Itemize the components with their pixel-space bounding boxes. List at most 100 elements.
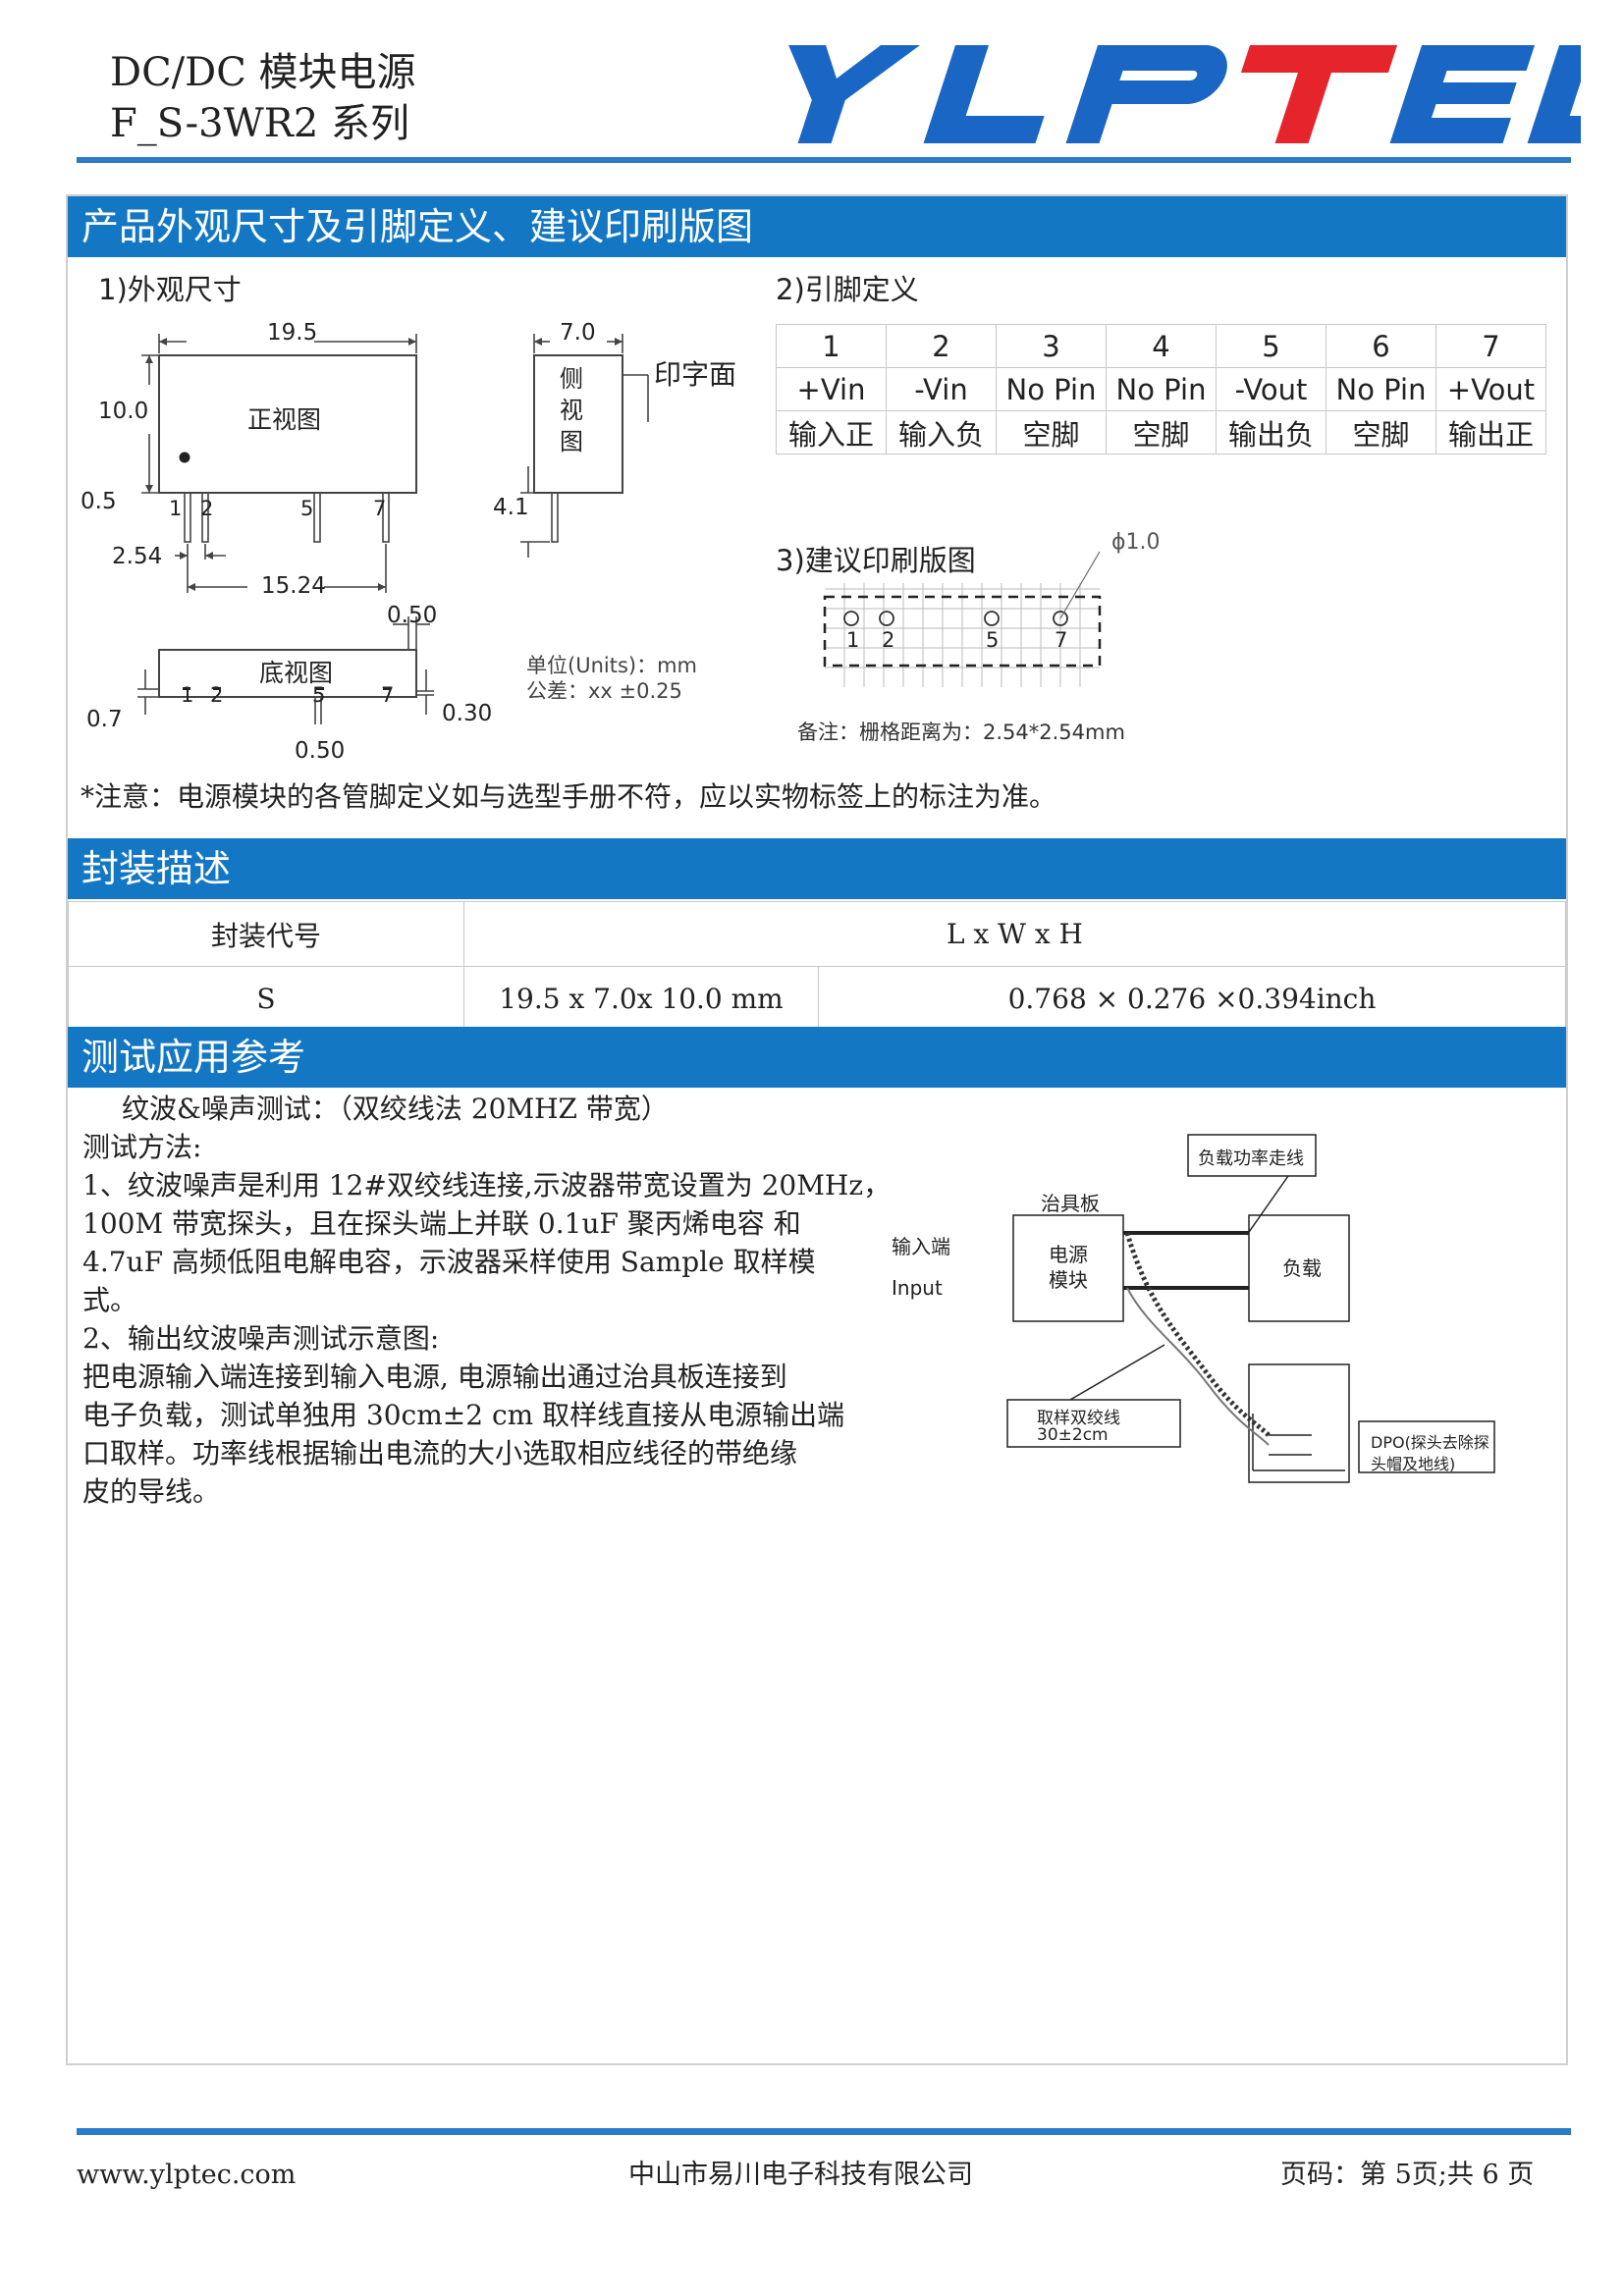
grid-note: 备注：栅格距离为：2.54*2.54mm: [797, 721, 1125, 744]
pin-warning-note: *注意：电源模块的各管脚定义如与选型手册不符，应以实物标签上的标注为准。: [81, 780, 1057, 813]
ripple-test-diagram: [1006, 1134, 1495, 1483]
pin-name: No Pin: [1106, 367, 1217, 411]
package-data-row: S 19.5 x 7.0x 10.0 mm 0.768 × 0.276 ×0.3…: [68, 966, 1566, 1032]
section-title-dimensions: 产品外观尺寸及引脚定义、建议印刷版图: [68, 196, 1566, 257]
dim-15-24: 15.24: [261, 573, 326, 599]
front-view-label: 正视图: [247, 405, 322, 434]
pin-name: -Vin: [886, 367, 997, 411]
input-label-en: Input: [892, 1276, 943, 1300]
dim-2-54: 2.54: [112, 544, 163, 569]
pin-number: 7: [1435, 324, 1546, 368]
dpo-label-2: 头帽及地线): [1371, 1455, 1456, 1473]
test-line-1: 测试方法:: [82, 1131, 202, 1163]
pin-name: -Vout: [1216, 367, 1326, 411]
power-line-label: 负载功率走线: [1198, 1148, 1304, 1169]
pin-name: No Pin: [1326, 367, 1436, 411]
dimension-drawing: [137, 334, 649, 724]
hole-diameter-label: ϕ1.0: [1111, 530, 1161, 555]
dim-0-50-top: 0.50: [387, 603, 438, 628]
pin-number: 3: [996, 324, 1107, 368]
package-code: S: [68, 966, 464, 1032]
pin-desc: 输入负: [886, 410, 997, 454]
dim-0-30: 0.30: [442, 701, 493, 726]
pin-desc: 空脚: [1106, 410, 1217, 454]
dim-0-50-bottom: 0.50: [295, 738, 346, 764]
pin-number: 4: [1106, 324, 1217, 368]
doc-title-line2: F_S-3WR2 系列: [110, 101, 409, 146]
section-title-package: 封装描述: [68, 838, 1566, 899]
pin-label-5: 5: [300, 497, 314, 520]
test-line-9: 口取样。功率线根据输出电流的大小选取相应线径的带绝缘: [82, 1437, 798, 1469]
pin-name: +Vin: [776, 367, 887, 411]
package-size-mm: 19.5 x 7.0x 10.0 mm: [463, 966, 819, 1032]
test-line-0: 纹波&噪声测试：（双绞线法 20MHZ 带宽）: [122, 1093, 669, 1125]
pcb-pin-7: 7: [1055, 628, 1068, 652]
pin-desc: 输出负: [1216, 410, 1326, 454]
footer-rule: [77, 2128, 1571, 2135]
header-rule: [77, 157, 1571, 163]
subtitle-pcb: 3)建议印刷版图: [776, 544, 976, 577]
pin-number: 5: [1216, 324, 1326, 368]
subtitle-outline: 1)外观尺寸: [98, 273, 242, 306]
bottom-view-label: 底视图: [259, 659, 334, 687]
pin-desc: 空脚: [1326, 410, 1436, 454]
print-face-label: 印字面: [654, 358, 737, 391]
dim-4-1: 4.1: [493, 495, 529, 520]
sample-wire-label-1: 取样双绞线: [1037, 1409, 1120, 1428]
doc-title: DC/DC 模块电源 F_S-3WR2 系列: [110, 47, 416, 149]
test-line-10: 皮的导线。: [82, 1475, 221, 1508]
test-line-7: 把电源输入端连接到输入电源, 电源输出通过治具板连接到: [82, 1361, 787, 1393]
ylptec-logo: [788, 45, 1581, 143]
footer-company: 中山市易川电子科技有限公司: [628, 2160, 973, 2190]
pin-label-7: 7: [373, 497, 387, 520]
dim-7-0: 7.0: [560, 320, 596, 346]
package-size-inch: 0.768 × 0.276 ×0.394inch: [818, 966, 1566, 1032]
pin-number: 6: [1326, 324, 1436, 368]
pcb-layout-drawing: [823, 551, 1102, 687]
dim-19-5: 19.5: [267, 320, 318, 346]
bottom-pin-2: 2: [210, 683, 224, 707]
footer-website[interactable]: www.ylptec.com: [77, 2160, 297, 2190]
test-line-4: 4.7uF 高频低阻电解电容，示波器采样使用 Sample 取样模: [82, 1246, 816, 1278]
pin-desc-row: 输入正 输入负 空脚 空脚 输出负 空脚 输出正: [776, 410, 1546, 454]
fixture-label: 治具板: [1041, 1192, 1100, 1215]
pin-desc: 空脚: [996, 410, 1107, 454]
pin-label-2: 2: [200, 497, 214, 520]
dim-0-5: 0.5: [81, 489, 117, 514]
package-code-header: 封装代号: [68, 901, 464, 967]
pin-label-1: 1: [169, 497, 183, 520]
section-title-test: 测试应用参考: [68, 1027, 1566, 1088]
subtitle-pins: 2)引脚定义: [776, 273, 919, 306]
side-view-label: 侧视图: [560, 365, 583, 455]
pin-name: No Pin: [996, 367, 1107, 411]
pin-desc: 输入正: [776, 410, 887, 454]
test-line-3: 100M 带宽探头，且在探头端上并联 0.1uF 聚丙烯电容 和: [82, 1207, 801, 1240]
package-lwh-header: L x W x H: [463, 901, 1566, 967]
bottom-pin-7: 7: [381, 683, 395, 707]
bottom-pin-5: 5: [312, 683, 326, 707]
pcb-pin-5: 5: [986, 628, 1000, 652]
test-line-6: 2、输出纹波噪声测试示意图:: [82, 1322, 440, 1355]
dim-0-7: 0.7: [86, 707, 123, 732]
input-label-cn: 输入端: [892, 1235, 950, 1258]
load-label: 负载: [1282, 1256, 1322, 1280]
test-line-8: 电子负载，测试单独用 30cm±2 cm 取样线直接从电源输出端: [82, 1399, 845, 1431]
pin-name: +Vout: [1435, 367, 1546, 411]
bottom-pin-1: 1: [181, 683, 194, 707]
pin-name-row: +Vin -Vin No Pin No Pin -Vout No Pin +Vo…: [776, 367, 1546, 411]
pin-desc: 输出正: [1435, 410, 1546, 454]
test-line-5: 式。: [82, 1284, 138, 1316]
package-table: 封装代号 L x W x H S 19.5 x 7.0x 10.0 mm 0.7…: [68, 901, 1566, 1032]
pin-definition-table: 1 2 3 4 5 6 7 +Vin -Vin No Pin No Pin -V…: [776, 324, 1546, 454]
units-label: 单位(Units)：mm: [526, 654, 697, 677]
pcb-pin-1: 1: [846, 628, 860, 652]
pin-number: 2: [886, 324, 997, 368]
tolerance-label: 公差：xx ±0.25: [526, 679, 682, 703]
pin-number-row: 1 2 3 4 5 6 7: [776, 324, 1546, 368]
pcb-pin-2: 2: [882, 628, 895, 652]
dpo-label-1: DPO(探头去除探: [1371, 1433, 1489, 1452]
footer-page-number: 页码：第 5页;共 6 页: [1280, 2160, 1535, 2190]
pin-number: 1: [776, 324, 887, 368]
module-label-1: 电源: [1049, 1243, 1088, 1266]
page-frame: [66, 194, 1568, 2065]
